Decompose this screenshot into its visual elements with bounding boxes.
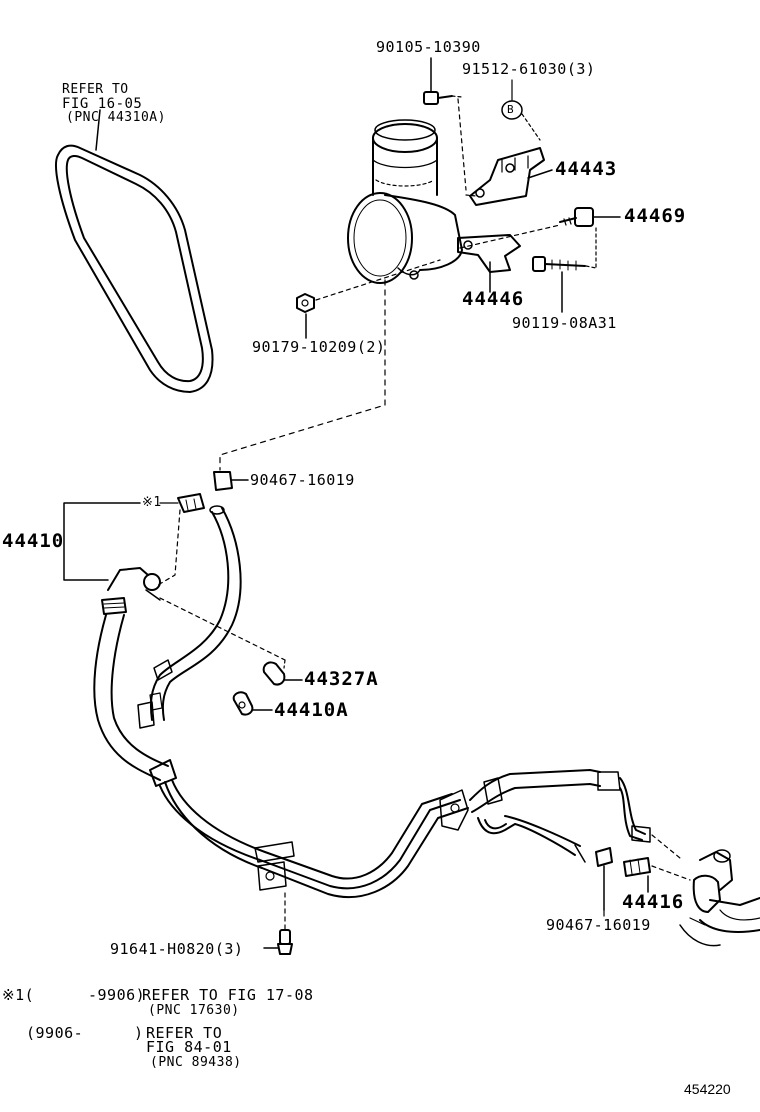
clip-90467-bottom	[595, 847, 613, 911]
group-44410-bracket	[63, 493, 205, 586]
union-44416	[623, 857, 691, 893]
union-44410A	[232, 691, 273, 716]
part-44410-label[interactable]: 44410	[2, 530, 65, 552]
clip-90467-top	[213, 471, 249, 491]
bracket-44446	[457, 234, 521, 293]
part-90467-top-label[interactable]: 90467-16019	[250, 471, 355, 489]
footnote2-code: )	[134, 1024, 144, 1042]
part-90119-label[interactable]: 90119-08A31	[512, 314, 617, 332]
b-marker: B	[507, 103, 515, 116]
part-44416-label[interactable]: 44416	[622, 891, 685, 913]
part-90179-label[interactable]: 90179-10209(2)	[252, 338, 386, 356]
nut-90179	[296, 259, 441, 339]
belt-ref-line2: FIG 16-05	[62, 96, 143, 112]
b-callout	[501, 79, 541, 141]
footnote1-prefix: ※1(	[2, 986, 35, 1004]
footnote1-pnc: (PNC 17630)	[148, 1003, 240, 1018]
part-44443-label[interactable]: 44443	[555, 158, 618, 180]
fitting-44327A	[262, 659, 303, 686]
part-91512-label[interactable]: 91512-61030(3)	[462, 60, 596, 78]
part-44327A-label[interactable]: 44327A	[304, 668, 379, 690]
part-44446-label[interactable]: 44446	[462, 288, 525, 310]
return-hose	[150, 505, 242, 721]
diagram-id: 454220	[684, 1081, 731, 1097]
part-90105-label[interactable]: 90105-10390	[376, 38, 481, 56]
bolt-90119	[532, 256, 597, 313]
power-steering-pump	[347, 119, 463, 284]
footnote2-prefix: (9906-	[26, 1024, 84, 1042]
bolt-91641	[263, 929, 293, 955]
part-90467-bottom-label[interactable]: 90467-16019	[546, 916, 651, 934]
part-44410A-label[interactable]: 44410A	[274, 699, 349, 721]
belt-ref-line3: (PNC 44310A)	[66, 110, 166, 125]
steering-gear-housing	[679, 849, 760, 947]
stud-44469	[459, 207, 621, 269]
drive-belt	[55, 109, 214, 393]
pressure-hose-assembly	[93, 567, 681, 933]
footnote2-fig[interactable]: FIG 84-01	[146, 1038, 232, 1056]
footnote2-pnc: (PNC 89438)	[150, 1055, 242, 1070]
footnote1-text[interactable]: REFER TO FIG 17-08	[142, 986, 314, 1004]
star-note-marker: ※1	[142, 495, 162, 510]
bolt-90105	[423, 57, 467, 191]
pump-to-hose-dashed-line	[219, 279, 386, 471]
bracket-44443	[465, 147, 553, 206]
part-91641-label[interactable]: 91641-H0820(3)	[110, 940, 244, 958]
belt-ref-line1: REFER TO	[62, 82, 129, 97]
footnote2-text[interactable]: REFER TO	[146, 1024, 223, 1042]
footnote1-code: -9906)	[88, 986, 146, 1004]
part-44469-label[interactable]: 44469	[624, 205, 687, 227]
